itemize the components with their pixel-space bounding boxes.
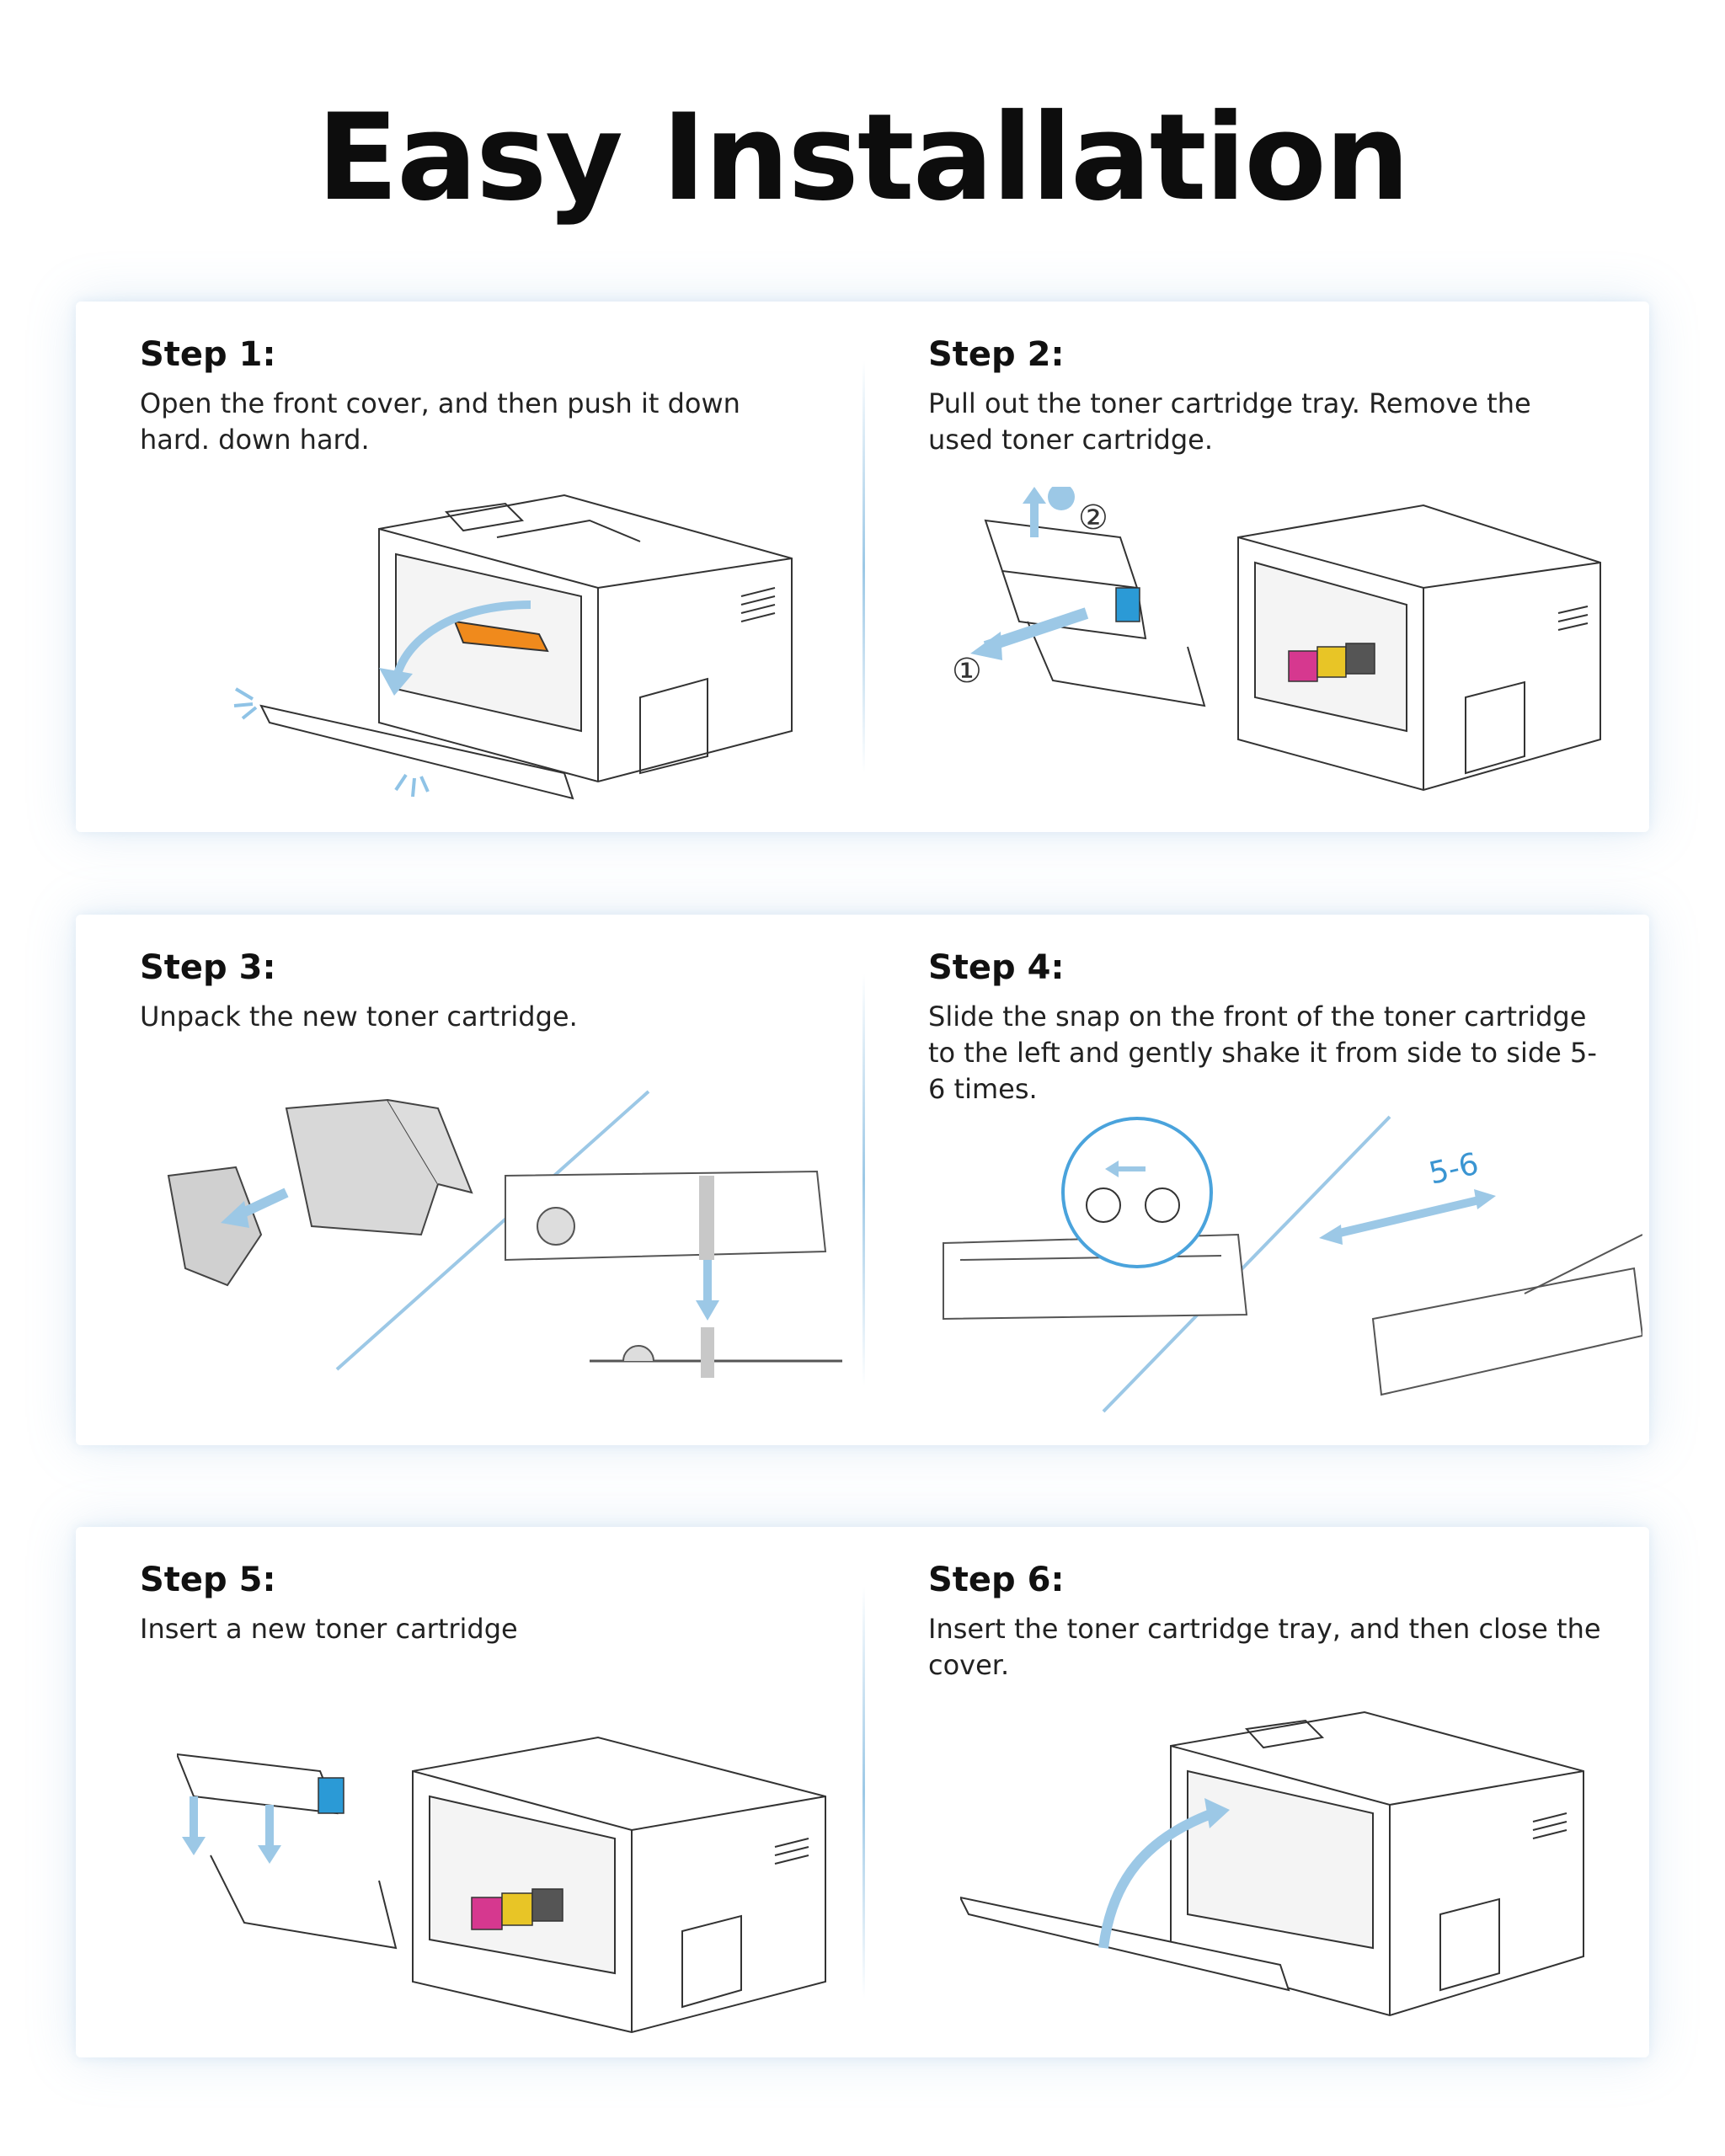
step-3-illustration: [118, 1083, 842, 1420]
step-title: Step 2:: [928, 335, 1065, 374]
step-3: Step 3: Unpack the new toner cartridge.: [140, 948, 839, 1035]
divider: [862, 1586, 865, 1999]
step-5-illustration: [177, 1712, 834, 2041]
callout-2: ②: [1078, 499, 1108, 537]
divider: [862, 360, 865, 773]
step-title: Step 1:: [140, 335, 276, 374]
step-description: Unpack the new toner cartridge.: [140, 1001, 578, 1033]
printer-open-cover-icon: [233, 494, 793, 800]
step-2-illustration: ② ①: [952, 487, 1626, 807]
step-title: Step 4:: [928, 948, 1065, 987]
step-description: Open the front cover, and then push it d…: [140, 387, 740, 456]
step-description: Insert the toner cartridge tray, and the…: [928, 1613, 1601, 1681]
step-description: Slide the snap on the front of the toner…: [928, 1001, 1597, 1105]
step-5: Step 5: Insert a new toner cartridge: [140, 1561, 839, 1647]
page-title: Easy Installation: [317, 88, 1410, 227]
step-6-illustration: [960, 1695, 1617, 2041]
step-2: Step 2: Pull out the toner cartridge tra…: [928, 335, 1627, 458]
step-title: Step 5:: [140, 1561, 276, 1599]
step-title: Step 6:: [928, 1561, 1065, 1599]
steps-panel-1-2: Step 1: Open the front cover, and then p…: [76, 302, 1649, 832]
callout-1: ①: [952, 652, 982, 691]
shake-count-label: 5-6: [1426, 1147, 1482, 1192]
step-1-illustration: [168, 478, 809, 807]
step-description: Pull out the toner cartridge tray. Remov…: [928, 387, 1531, 456]
divider: [862, 974, 865, 1386]
steps-panel-5-6: Step 5: Insert a new toner cartridge Ste…: [76, 1527, 1649, 2057]
step-4: Step 4: Slide the snap on the front of t…: [928, 948, 1627, 1107]
step-4-illustration: 5-6: [935, 1100, 1642, 1428]
steps-panel-3-4: Step 3: Unpack the new toner cartridge. …: [76, 915, 1649, 1445]
step-1: Step 1: Open the front cover, and then p…: [140, 335, 839, 458]
step-description: Insert a new toner cartridge: [140, 1613, 518, 1645]
step-title: Step 3:: [140, 948, 276, 987]
step-6: Step 6: Insert the toner cartridge tray,…: [928, 1561, 1627, 1684]
